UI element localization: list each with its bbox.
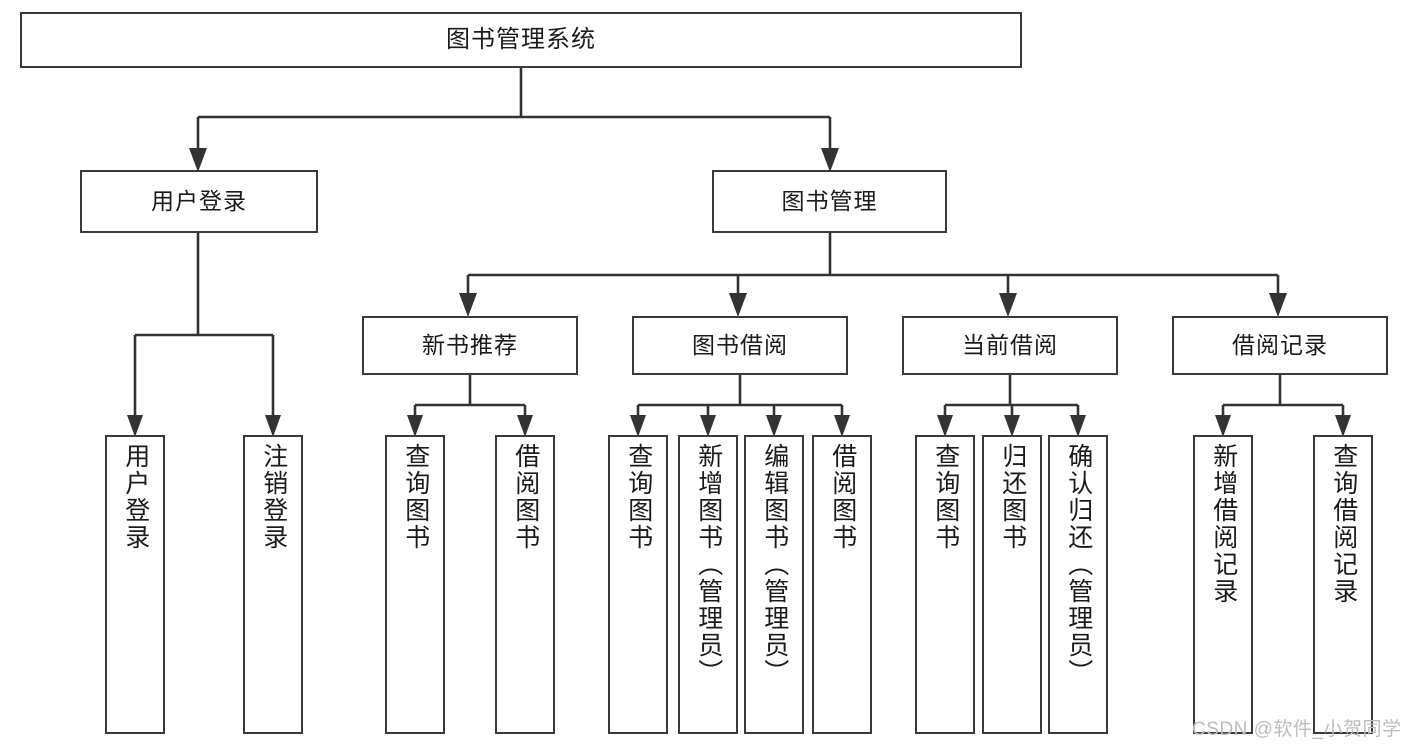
leaf-current-confirm-return-admin[interactable]: 确认归还（管理员） [1048,435,1108,734]
node-borrow-record[interactable]: 借阅记录 [1172,316,1388,375]
leaf-record-add-borrow-record[interactable]: 新增借阅记录 [1193,435,1253,734]
leaf-user-login[interactable]: 用户登录 [105,435,165,734]
node-new-book-recommend[interactable]: 新书推荐 [362,316,578,375]
leaf-borrow-query-book[interactable]: 查询图书 [608,435,668,734]
node-user-login[interactable]: 用户登录 [80,170,318,233]
node-book-borrow[interactable]: 图书借阅 [632,316,848,375]
leaf-record-query-borrow-record[interactable]: 查询借阅记录 [1313,435,1373,734]
leaf-newbook-query-book[interactable]: 查询图书 [385,435,445,734]
leaf-borrow-edit-book-admin[interactable]: 编辑图书（管理员） [744,435,804,734]
watermark-text: CSDN @软件_小贺同学 [1192,719,1402,740]
leaf-newbook-borrow-book[interactable]: 借阅图书 [495,435,555,734]
leaf-user-logout[interactable]: 注销登录 [243,435,303,734]
node-current-borrow[interactable]: 当前借阅 [902,316,1118,375]
node-book-management[interactable]: 图书管理 [712,170,947,233]
node-root-book-management-system[interactable]: 图书管理系统 [20,12,1022,68]
leaf-current-query-book[interactable]: 查询图书 [915,435,975,734]
leaf-current-return-book[interactable]: 归还图书 [982,435,1042,734]
leaf-borrow-borrow-book[interactable]: 借阅图书 [812,435,872,734]
leaf-borrow-add-book-admin[interactable]: 新增图书（管理员） [678,435,738,734]
